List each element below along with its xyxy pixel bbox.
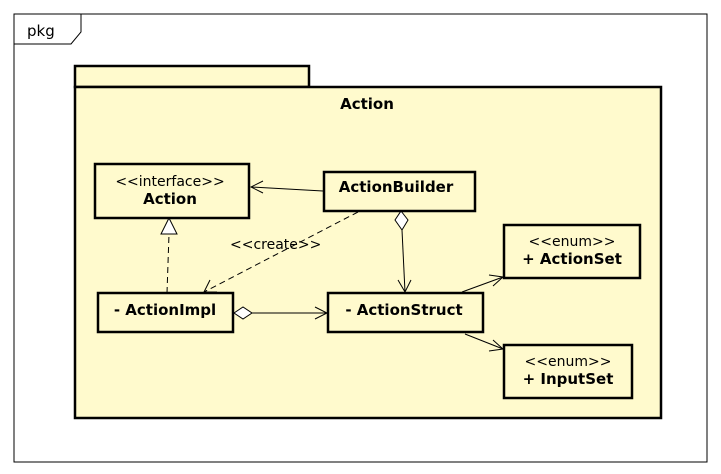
enum-input-set-stereotype: <<enum>> xyxy=(525,354,612,370)
frame-tab xyxy=(13,13,82,45)
class-action[interactable]: <<interface>> Action xyxy=(93,162,251,220)
class-action-builder[interactable]: ActionBuilder xyxy=(322,170,477,213)
builder-to-action-line xyxy=(250,186,324,192)
enum-action-set-box xyxy=(502,223,642,280)
class-action-impl[interactable]: - ActionImpl xyxy=(96,291,235,334)
builder-aggregation-line xyxy=(401,229,406,293)
builder-aggregation-diamond xyxy=(394,210,409,231)
enum-input-set[interactable]: <<enum>> + InputSet xyxy=(502,343,634,400)
enum-action-set[interactable]: <<enum>> + ActionSet xyxy=(502,223,642,280)
class-action-impl-box xyxy=(96,291,235,334)
class-action-impl-name: - ActionImpl xyxy=(114,301,216,319)
enum-input-set-box xyxy=(502,343,634,400)
class-action-box xyxy=(93,162,251,220)
class-action-struct[interactable]: - ActionStruct xyxy=(326,291,485,334)
builder-to-action-arrowhead xyxy=(249,180,264,194)
package-tab xyxy=(73,64,311,89)
class-action-builder-box xyxy=(322,170,477,213)
frame-label: pkg xyxy=(27,22,55,40)
create-label: <<create>> xyxy=(230,237,321,253)
enum-action-set-name: + ActionSet xyxy=(522,250,622,268)
enum-input-set-name: + InputSet xyxy=(523,370,614,388)
package-title: Action xyxy=(340,95,394,113)
create-dependency-line xyxy=(203,211,359,293)
impl-aggregation-diamond xyxy=(233,306,253,320)
class-action-name: Action xyxy=(143,190,197,208)
realization-arrowhead xyxy=(160,216,178,235)
struct-to-inputset-line xyxy=(464,333,504,350)
struct-to-actionset-line xyxy=(461,276,504,293)
class-action-builder-name: ActionBuilder xyxy=(339,178,454,196)
enum-action-set-stereotype: <<enum>> xyxy=(529,234,616,250)
class-action-struct-name: - ActionStruct xyxy=(345,301,462,319)
class-action-stereotype: <<interface>> xyxy=(115,174,224,190)
class-action-struct-box xyxy=(326,291,485,334)
